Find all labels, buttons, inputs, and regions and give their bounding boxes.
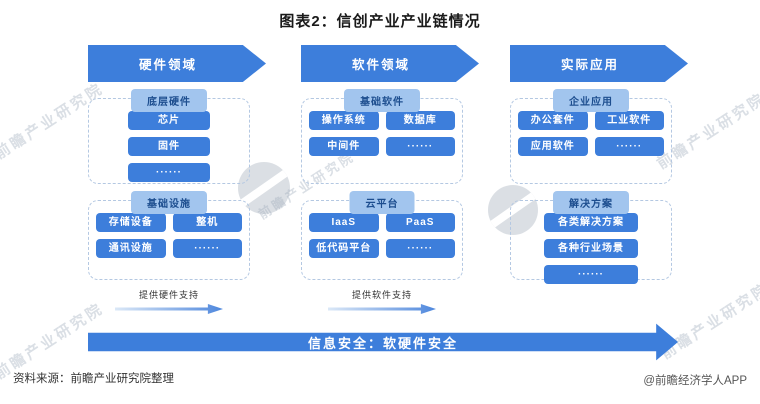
right-arrow-icon <box>115 303 223 315</box>
section-title: 企业应用 <box>553 89 629 112</box>
item-box: 中间件 <box>309 137 379 156</box>
support-label: 提供硬件支持 <box>138 290 199 300</box>
security-arrow: 信息安全：软硬件安全 <box>88 323 678 361</box>
item-box: 通讯设施 <box>96 239 166 258</box>
section-title: 云平台 <box>349 191 415 214</box>
section-infrastructure: 基础设施 存储设备 整机 通讯设施 ······ <box>88 191 250 280</box>
page-title: 图表2：信创产业产业链情况 <box>279 13 481 30</box>
item-box: 操作系统 <box>309 111 379 130</box>
section-solutions: 解决方案 各类解决方案 各种行业场景 ······ <box>510 191 672 284</box>
source-note: 资料来源：前瞻产业研究院整理 <box>13 373 174 385</box>
security-arrow-label: 信息安全：软硬件安全 <box>307 335 458 351</box>
item-box: 固件 <box>127 137 211 156</box>
column-header-label: 软件领域 <box>351 58 410 72</box>
right-arrow-icon <box>328 303 436 315</box>
section-title: 基础软件 <box>344 89 420 112</box>
column-header-arrow: 实际应用 <box>510 45 688 82</box>
support-label: 提供软件支持 <box>351 290 412 300</box>
credit-note: @前瞻经济学人APP <box>643 375 747 387</box>
watermark-text: 前瞻产业研究院 <box>658 279 760 363</box>
item-box: 各种行业场景 <box>543 239 639 258</box>
column-application: 实际应用 企业应用 办公套件 工业软件 应用软件 ······ 解决方案 各类解… <box>510 45 688 284</box>
item-box: 低代码平台 <box>309 239 379 258</box>
item-box: ······ <box>543 265 639 284</box>
item-box: 各类解决方案 <box>543 213 639 232</box>
item-box: ······ <box>594 137 664 156</box>
section-title: 解决方案 <box>553 191 629 214</box>
column-header-arrow: 软件领域 <box>301 45 479 82</box>
section-base-software: 基础软件 操作系统 数据库 中间件 ······ <box>301 89 463 184</box>
section-title: 基础设施 <box>131 191 207 214</box>
section-base-hardware: 底层硬件 芯片 固件 ······ <box>88 89 250 184</box>
item-box: 办公套件 <box>518 111 588 130</box>
column-software: 软件领域 基础软件 操作系统 数据库 中间件 ······ 云平台 IaaS P… <box>301 45 479 315</box>
item-box: 数据库 <box>385 111 455 130</box>
item-box: 整机 <box>172 213 242 232</box>
item-box: PaaS <box>385 213 455 232</box>
item-box: ······ <box>385 239 455 258</box>
item-box: ······ <box>385 137 455 156</box>
item-box: ······ <box>127 163 211 182</box>
item-box: 存储设备 <box>96 213 166 232</box>
column-header-arrow: 硬件领域 <box>88 45 266 82</box>
column-header-label: 硬件领域 <box>138 58 197 72</box>
item-box: 应用软件 <box>518 137 588 156</box>
hardware-support: 提供硬件支持 <box>88 288 250 315</box>
item-box: 工业软件 <box>594 111 664 130</box>
column-hardware: 硬件领域 底层硬件 芯片 固件 ······ 基础设施 存储设备 整机 通讯设施… <box>88 45 266 315</box>
item-box: ······ <box>172 239 242 258</box>
item-box: 芯片 <box>127 111 211 130</box>
item-box: IaaS <box>309 213 379 232</box>
section-cloud-platform: 云平台 IaaS PaaS 低代码平台 ······ <box>301 191 463 280</box>
section-enterprise-apps: 企业应用 办公套件 工业软件 应用软件 ······ <box>510 89 672 184</box>
section-title: 底层硬件 <box>131 89 207 112</box>
column-header-label: 实际应用 <box>560 58 619 72</box>
software-support: 提供软件支持 <box>301 288 463 315</box>
